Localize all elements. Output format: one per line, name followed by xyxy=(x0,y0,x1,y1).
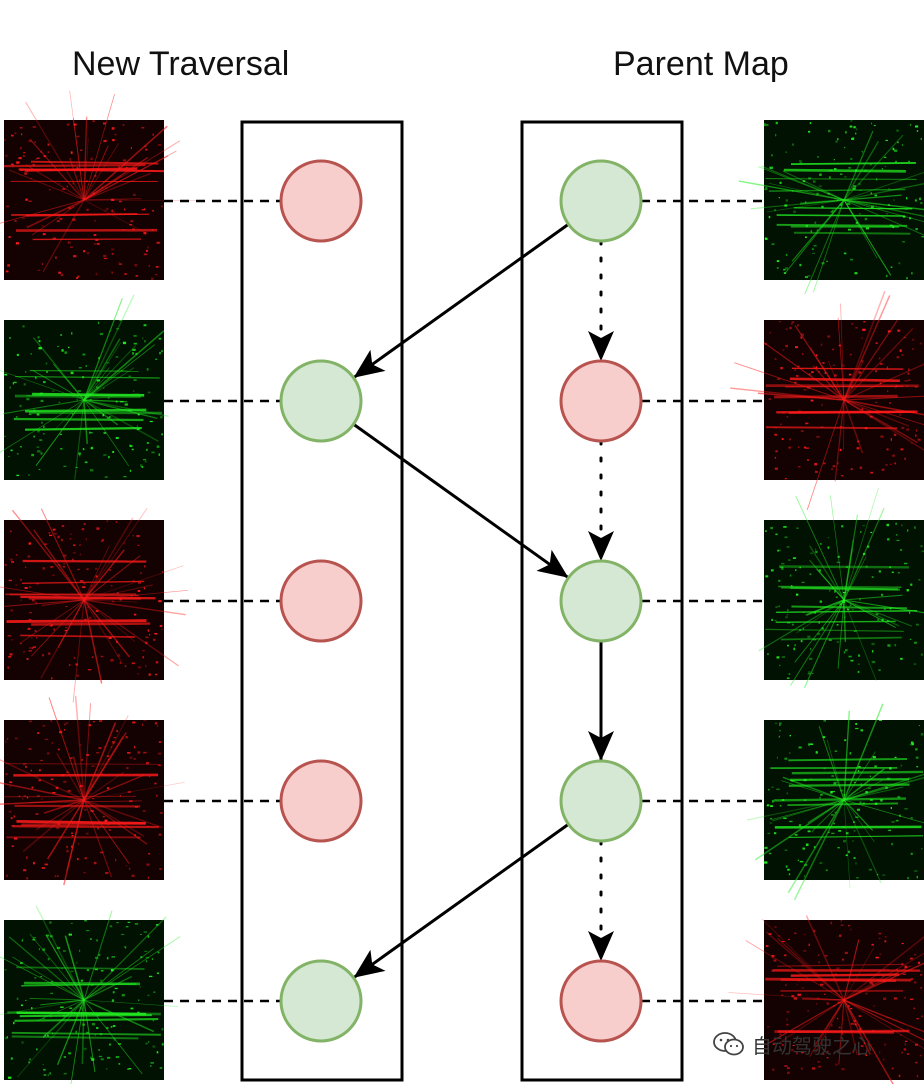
title-new-traversal: New Traversal xyxy=(72,45,290,83)
wechat-icon xyxy=(713,1032,744,1056)
scan-thumbnail-right-2 xyxy=(730,290,924,511)
node-right-5-red xyxy=(559,959,643,1043)
link-arrow-1 xyxy=(353,223,570,379)
scan-thumbnail-left-5 xyxy=(0,905,181,1084)
node-left-3-red xyxy=(279,559,363,643)
node-left-5-green xyxy=(279,959,363,1043)
scan-thumbnail-left-2 xyxy=(0,294,169,480)
title-parent-map: Parent Map xyxy=(613,45,789,83)
column-box-parent-map xyxy=(520,120,684,1082)
node-right-4-green xyxy=(559,759,643,843)
watermark-text: 自动驾驶之心 xyxy=(752,1033,872,1058)
node-right-1-green xyxy=(559,159,643,243)
node-left-4-red xyxy=(279,759,363,843)
link-arrow-2 xyxy=(352,423,569,579)
link-arrow-4 xyxy=(353,823,570,979)
scan-thumbnail-left-1 xyxy=(0,90,198,280)
scan-thumbnail-right-1 xyxy=(738,120,924,295)
node-left-2-green xyxy=(279,359,363,443)
node-left-1-red xyxy=(279,159,363,243)
column-box-new-traversal xyxy=(240,120,404,1082)
watermark: 自动驾驶之心 xyxy=(712,1028,872,1060)
node-right-2-red xyxy=(559,359,643,443)
node-right-3-green xyxy=(559,559,643,643)
scan-thumbnail-right-3 xyxy=(758,488,924,688)
scan-thumbnail-left-4 xyxy=(0,695,185,886)
scan-thumbnail-left-3 xyxy=(0,507,188,703)
scan-thumbnail-right-4 xyxy=(746,703,924,901)
scan-thumbnail-right-5 xyxy=(728,915,924,1084)
